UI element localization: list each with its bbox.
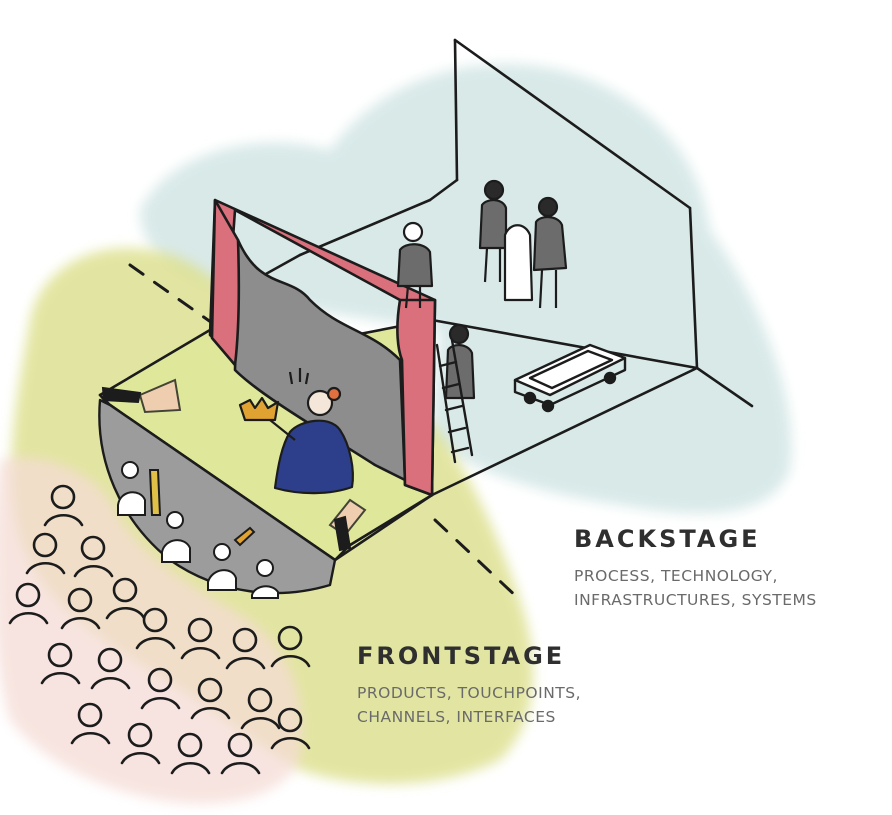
backstage-title: BACKSTAGE: [574, 525, 761, 553]
frontstage-title: FRONTSTAGE: [357, 642, 565, 670]
frontstage-description-line-1: PRODUCTS, TOUCHPOINTS,: [357, 681, 581, 705]
frontstage-description-line-2: CHANNELS, INTERFACES: [357, 705, 556, 729]
backstage-description-line-1: PROCESS, TECHNOLOGY,: [574, 564, 778, 588]
backstage-description-line-2: INFRASTRUCTURES, SYSTEMS: [574, 588, 817, 612]
